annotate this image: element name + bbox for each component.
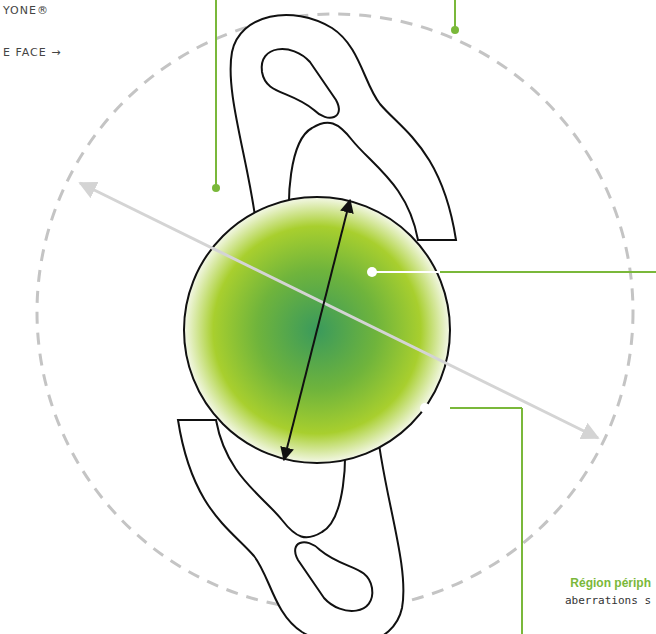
optic-diameter-arrow xyxy=(284,200,350,460)
callout-body: aberrations s xyxy=(564,594,652,607)
nav-label: E FACE → xyxy=(2,46,62,59)
callout-heading: Région périph xyxy=(569,576,652,590)
optic xyxy=(184,197,450,463)
brand-label: YONE® xyxy=(2,4,50,17)
overall-diameter-arrow xyxy=(80,183,598,438)
leader-lines xyxy=(212,0,656,634)
